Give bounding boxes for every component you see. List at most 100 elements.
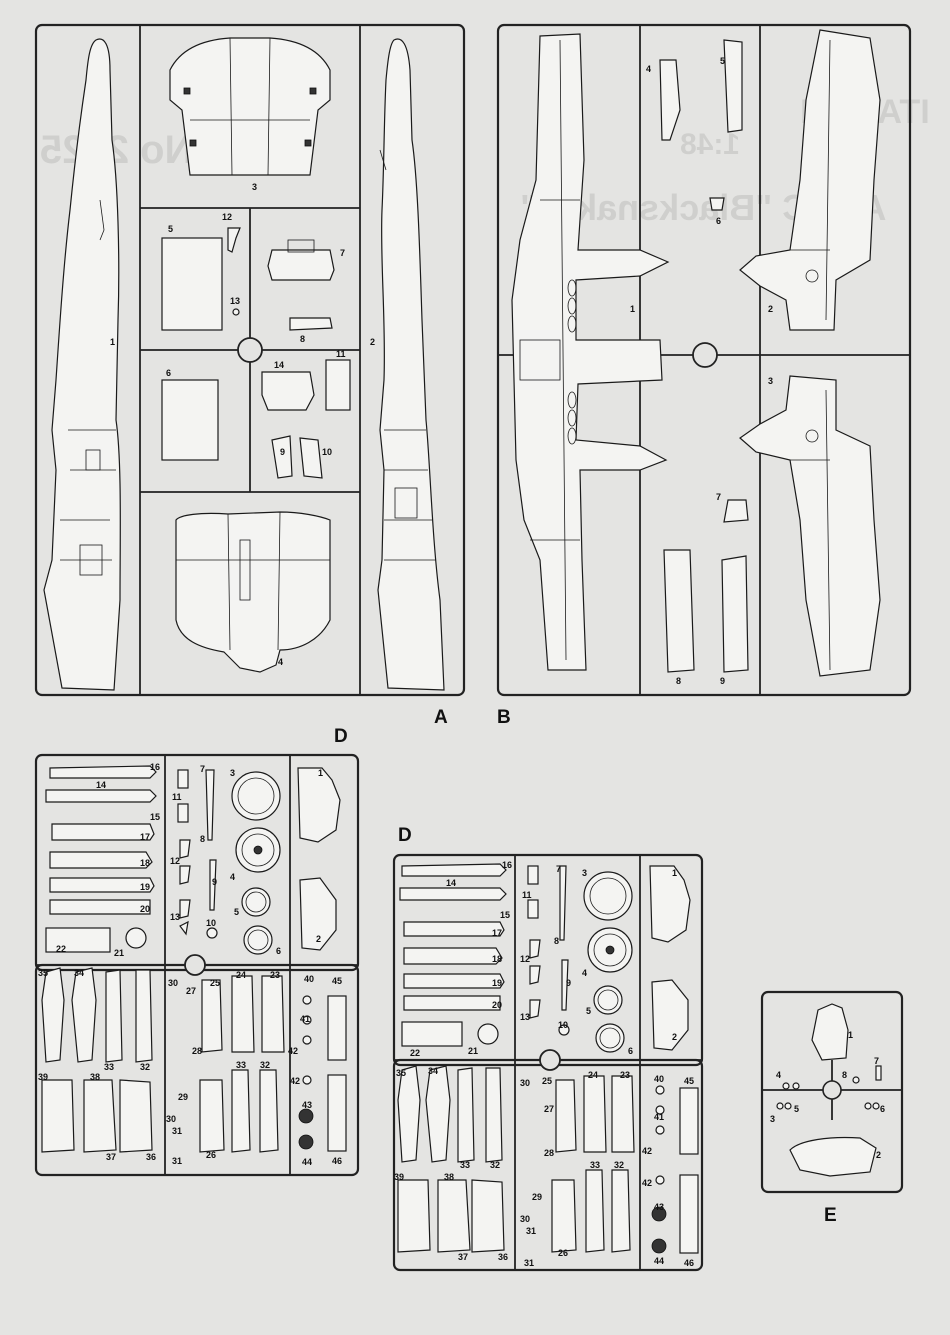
- svg-text:15: 15: [150, 812, 160, 822]
- svg-text:8: 8: [554, 936, 559, 946]
- svg-text:42: 42: [642, 1178, 652, 1188]
- svg-text:37: 37: [458, 1252, 468, 1262]
- svg-text:6: 6: [276, 946, 281, 956]
- svg-text:5: 5: [586, 1006, 591, 1016]
- svg-text:7: 7: [200, 764, 205, 774]
- svg-text:17: 17: [140, 832, 150, 842]
- svg-text:42: 42: [288, 1046, 298, 1056]
- svg-text:35: 35: [396, 1068, 406, 1078]
- svg-text:14: 14: [274, 360, 284, 370]
- svg-text:16: 16: [150, 762, 160, 772]
- svg-text:4: 4: [230, 872, 235, 882]
- svg-text:30: 30: [168, 978, 178, 988]
- svg-text:13: 13: [230, 296, 240, 306]
- svg-text:28: 28: [192, 1046, 202, 1056]
- svg-text:2: 2: [768, 304, 773, 314]
- sprue-a-label: A: [434, 707, 448, 728]
- svg-text:36: 36: [498, 1252, 508, 1262]
- svg-text:23: 23: [270, 970, 280, 980]
- svg-text:27: 27: [186, 986, 196, 996]
- svg-text:11: 11: [522, 890, 532, 900]
- svg-text:6: 6: [166, 368, 171, 378]
- svg-text:5: 5: [234, 907, 239, 917]
- svg-text:4: 4: [646, 64, 651, 74]
- svg-text:41: 41: [654, 1112, 664, 1122]
- svg-text:1: 1: [110, 337, 115, 347]
- svg-text:30: 30: [520, 1214, 530, 1224]
- svg-text:9: 9: [212, 877, 217, 887]
- svg-text:6: 6: [628, 1046, 633, 1056]
- svg-text:24: 24: [236, 970, 246, 980]
- svg-text:15: 15: [500, 910, 510, 920]
- svg-text:7: 7: [340, 248, 345, 258]
- svg-text:33: 33: [104, 1062, 114, 1072]
- svg-text:32: 32: [490, 1160, 500, 1170]
- svg-text:29: 29: [178, 1092, 188, 1102]
- svg-text:25: 25: [210, 978, 220, 988]
- sprue-d-left-label: D: [334, 726, 348, 747]
- svg-text:45: 45: [332, 976, 342, 986]
- svg-text:10: 10: [558, 1020, 568, 1030]
- sprue-a: 1 2 3 4 5 6 7 8 9 10 11 12 13 14: [34, 23, 466, 697]
- svg-text:44: 44: [302, 1157, 312, 1167]
- svg-text:1: 1: [672, 868, 677, 878]
- svg-text:33: 33: [236, 1060, 246, 1070]
- sprue-e-label: E: [824, 1205, 837, 1226]
- svg-text:5: 5: [168, 224, 173, 234]
- svg-text:4: 4: [278, 657, 283, 667]
- svg-text:2: 2: [876, 1150, 881, 1160]
- svg-text:3: 3: [252, 182, 257, 192]
- svg-text:32: 32: [260, 1060, 270, 1070]
- svg-text:10: 10: [206, 918, 216, 928]
- svg-text:9: 9: [566, 978, 571, 988]
- svg-text:8: 8: [200, 834, 205, 844]
- svg-text:28: 28: [544, 1148, 554, 1158]
- svg-text:38: 38: [90, 1072, 100, 1082]
- svg-text:21: 21: [114, 948, 124, 958]
- svg-text:25: 25: [542, 1076, 552, 1086]
- svg-text:30: 30: [166, 1114, 176, 1124]
- svg-text:43: 43: [654, 1202, 664, 1212]
- sprue-d-right-label: D: [398, 825, 412, 846]
- svg-text:21: 21: [468, 1046, 478, 1056]
- svg-text:46: 46: [684, 1258, 694, 1268]
- svg-text:26: 26: [206, 1150, 216, 1160]
- svg-text:20: 20: [140, 904, 150, 914]
- svg-text:2: 2: [316, 934, 321, 944]
- svg-text:10: 10: [322, 447, 332, 457]
- svg-text:43: 43: [302, 1100, 312, 1110]
- svg-text:30: 30: [520, 1078, 530, 1088]
- svg-text:35: 35: [38, 968, 48, 978]
- svg-text:36: 36: [146, 1152, 156, 1162]
- svg-text:42: 42: [290, 1076, 300, 1086]
- sprue-b-label: B: [497, 707, 511, 728]
- svg-text:5: 5: [720, 56, 725, 66]
- svg-text:7: 7: [556, 864, 561, 874]
- svg-text:2: 2: [672, 1032, 677, 1042]
- svg-text:9: 9: [720, 676, 725, 686]
- svg-text:42: 42: [642, 1146, 652, 1156]
- svg-text:6: 6: [880, 1104, 885, 1114]
- svg-text:39: 39: [38, 1072, 48, 1082]
- svg-text:34: 34: [428, 1066, 438, 1076]
- svg-text:31: 31: [172, 1156, 182, 1166]
- svg-text:19: 19: [140, 882, 150, 892]
- svg-text:18: 18: [140, 858, 150, 868]
- svg-text:16: 16: [502, 860, 512, 870]
- svg-text:18: 18: [492, 954, 502, 964]
- svg-text:13: 13: [520, 1012, 530, 1022]
- svg-text:44: 44: [654, 1256, 664, 1266]
- svg-text:26: 26: [558, 1248, 568, 1258]
- svg-text:27: 27: [544, 1104, 554, 1114]
- svg-text:29: 29: [532, 1192, 542, 1202]
- svg-text:23: 23: [620, 1070, 630, 1080]
- svg-text:12: 12: [170, 856, 180, 866]
- svg-text:7: 7: [874, 1056, 879, 1066]
- svg-text:34: 34: [74, 968, 84, 978]
- svg-text:7: 7: [716, 492, 721, 502]
- svg-text:22: 22: [56, 944, 66, 954]
- svg-text:22: 22: [410, 1048, 420, 1058]
